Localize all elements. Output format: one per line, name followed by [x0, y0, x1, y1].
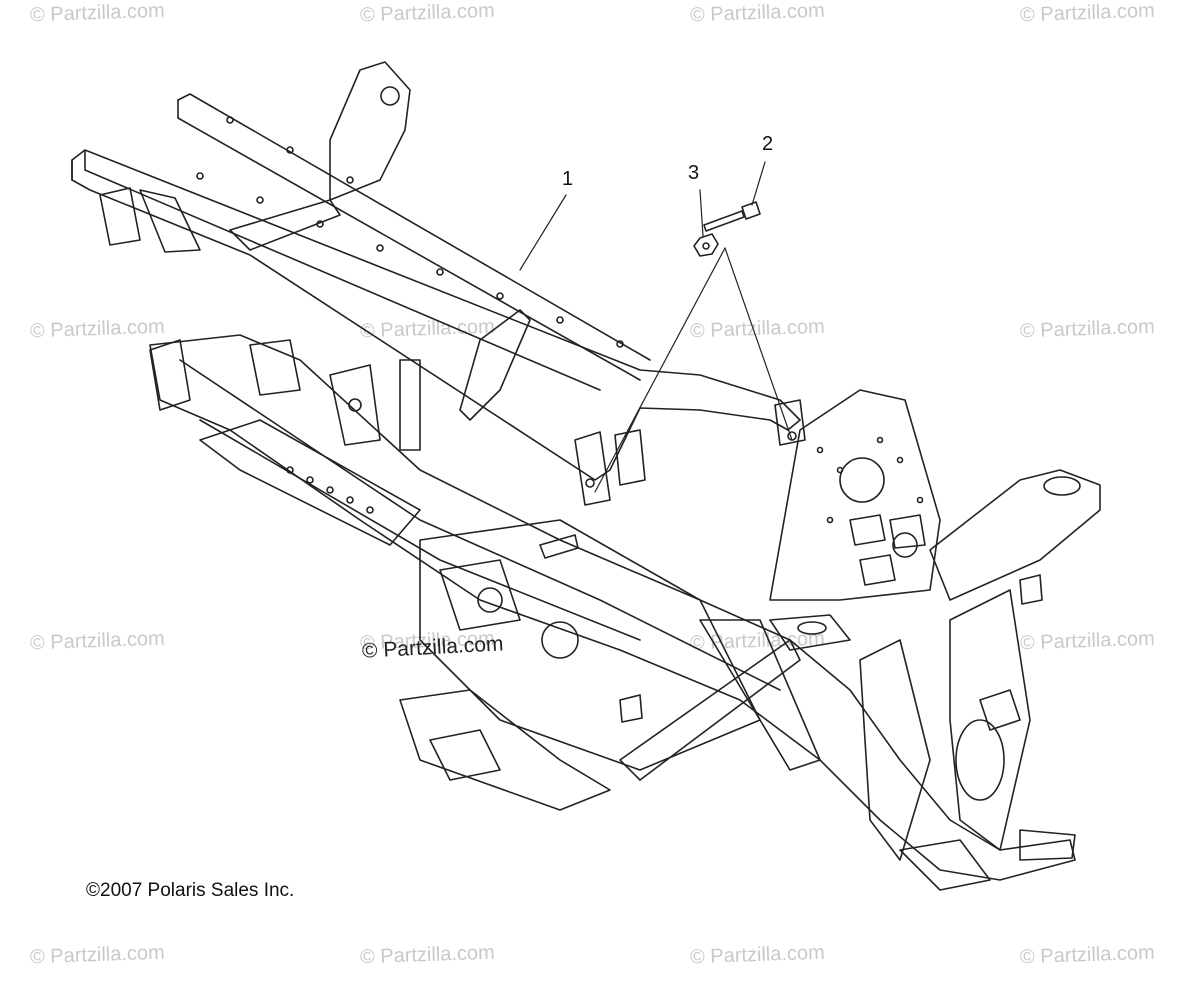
lower-frame — [149, 334, 1076, 881]
copyright-text: ©2007 Polaris Sales Inc. — [86, 880, 295, 901]
rear-tower — [619, 389, 1101, 891]
mount-brackets — [574, 399, 806, 506]
callout-1: 1 — [562, 168, 574, 190]
leader-lines — [519, 161, 793, 493]
callout-2: 2 — [762, 133, 774, 155]
bolt-icon — [703, 201, 761, 232]
upper-frame-rail — [71, 61, 801, 481]
callout-3: 3 — [688, 162, 700, 184]
nut-icon — [693, 233, 719, 257]
